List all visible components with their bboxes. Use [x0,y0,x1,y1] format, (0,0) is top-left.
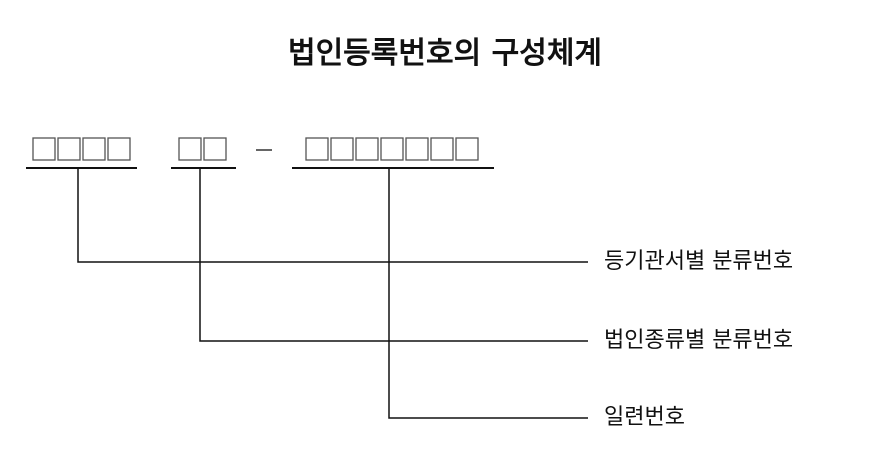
digit-box-group2 [178,137,202,161]
digit-box-group3 [430,137,454,161]
digit-box-group3 [355,137,379,161]
digit-box-group1 [32,137,56,161]
digit-box-group3 [305,137,329,161]
diagram-title: 법인등록번호의 구성체계 [287,36,603,71]
digit-box-group3 [405,137,429,161]
connector-group3 [388,168,588,419]
connector-group2 [199,168,588,342]
connector-group1 [77,168,588,263]
digit-box-group1 [82,137,106,161]
label-corporation-type-code: 법인종류별 분류번호 [604,328,794,353]
digit-box-group1 [107,137,131,161]
digit-box-group2 [203,137,227,161]
digit-boxes [32,137,479,161]
digit-box-group3 [330,137,354,161]
digit-box-group3 [455,137,479,161]
label-serial-number: 일련번호 [604,405,685,430]
label-registry-office-code: 등기관서별 분류번호 [604,249,794,274]
digit-box-group3 [380,137,404,161]
digit-box-group1 [57,137,81,161]
